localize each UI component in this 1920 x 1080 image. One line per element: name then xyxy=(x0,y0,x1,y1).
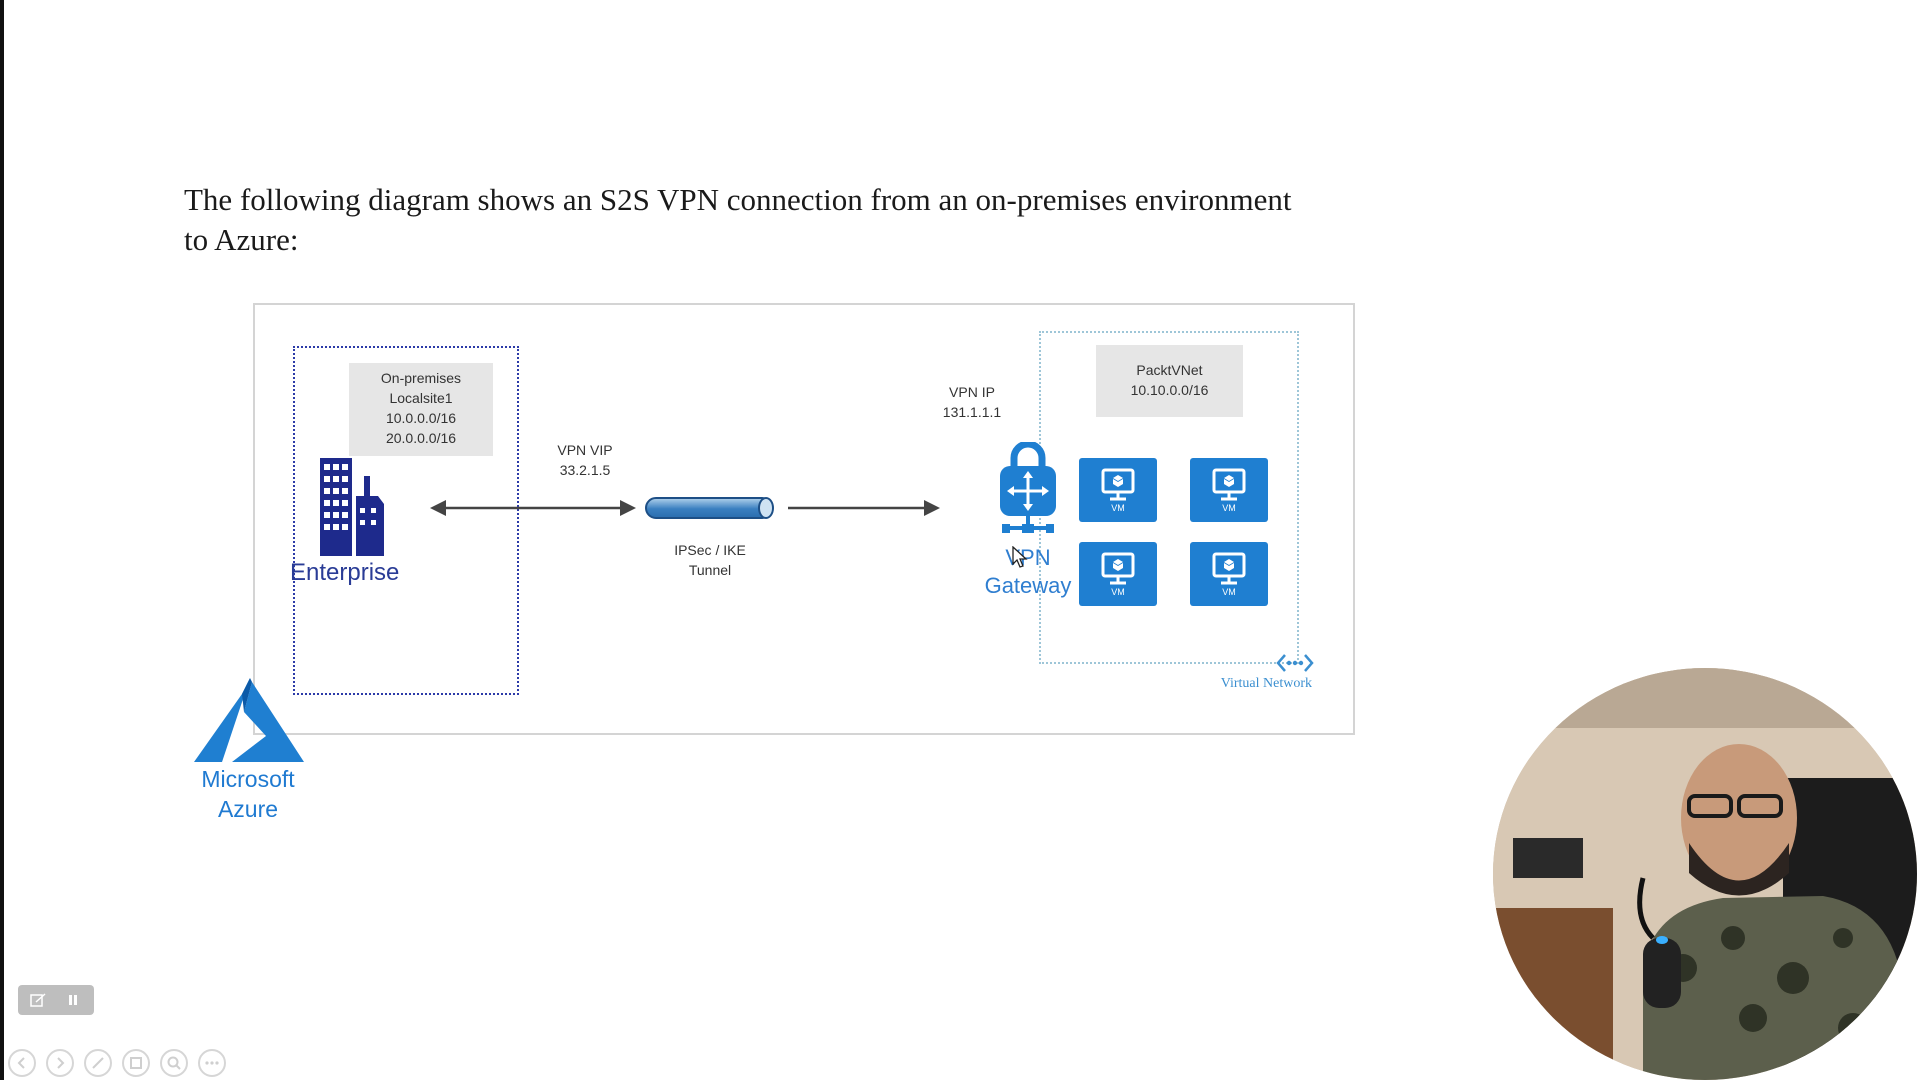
presenter-video-icon xyxy=(1493,668,1917,1080)
onprem-container xyxy=(293,346,519,695)
vnet-cidr: 10.10.0.0/16 xyxy=(1130,382,1209,398)
azure-label-line1: Microsoft xyxy=(201,766,295,792)
right-arrow-icon xyxy=(788,500,940,516)
onprem-title: On-premises xyxy=(380,370,462,386)
chevron-left-icon xyxy=(17,1057,25,1069)
ipsec-tunnel-pipe-end xyxy=(758,497,774,519)
tunnel-title: IPSec / IKE xyxy=(674,542,746,558)
vm-label: VM xyxy=(1222,503,1236,513)
pen-tool-icon xyxy=(92,1057,104,1069)
vnet-info-text: PacktVNet 10.10.0.0/16 xyxy=(1096,360,1243,400)
vpn-vip-address: 33.2.1.5 xyxy=(559,462,611,478)
zoom-button[interactable] xyxy=(160,1049,188,1077)
virtual-network-caption: Virtual Network xyxy=(1220,676,1312,691)
more-icon xyxy=(205,1061,219,1065)
onprem-cidr-1: 10.0.0.0/16 xyxy=(385,410,457,426)
all-slides-button[interactable] xyxy=(122,1049,150,1077)
vm-icon xyxy=(1212,552,1246,585)
azure-logo-icon xyxy=(194,678,304,762)
webcam-overlay xyxy=(1493,668,1917,1080)
vm-label: VM xyxy=(1222,587,1236,597)
onprem-cidr-2: 20.0.0.0/16 xyxy=(385,430,457,446)
mouse-cursor-icon xyxy=(1012,546,1028,568)
vm-icon xyxy=(1101,468,1135,501)
left-edge-bar xyxy=(0,0,4,1080)
pause-icon[interactable] xyxy=(66,993,80,1007)
slide-caption: The following diagram shows an S2S VPN c… xyxy=(184,180,1384,260)
vpn-gateway-label-line1: VPN xyxy=(1005,545,1051,570)
vm-tile: VM xyxy=(1079,542,1157,606)
vm-tile: VM xyxy=(1190,458,1268,522)
pen-icon[interactable] xyxy=(30,993,46,1007)
vpn-ip-label: VPN IP 131.1.1.1 xyxy=(932,382,1012,422)
vnet-name: PacktVNet xyxy=(1136,362,1203,378)
vm-tile: VM xyxy=(1190,542,1268,606)
vpn-gateway-label-line2: Gateway xyxy=(984,573,1072,598)
tunnel-subtitle: Tunnel xyxy=(688,562,732,578)
zoom-icon xyxy=(167,1056,181,1070)
onprem-site: Localsite1 xyxy=(389,390,453,406)
azure-label-line2: Azure xyxy=(217,796,279,822)
vm-icon xyxy=(1101,552,1135,585)
building-icon xyxy=(320,458,384,556)
bidirectional-arrow-icon xyxy=(430,500,636,516)
vpn-vip-title: VPN VIP xyxy=(557,442,613,458)
chevron-right-icon xyxy=(57,1057,65,1069)
vm-icon xyxy=(1212,468,1246,501)
presenter-toolbar xyxy=(18,985,94,1015)
vm-label: VM xyxy=(1111,587,1125,597)
next-slide-button[interactable] xyxy=(46,1049,74,1077)
vnet-info-box xyxy=(1096,345,1243,417)
vm-tile: VM xyxy=(1079,458,1157,522)
more-options-button[interactable] xyxy=(198,1049,226,1077)
caption-line-1: The following diagram shows an S2S VPN c… xyxy=(184,182,1292,217)
ipsec-tunnel-pipe xyxy=(645,497,773,519)
vpn-gateway-icon xyxy=(1000,442,1056,533)
vpn-ip-address: 131.1.1.1 xyxy=(942,404,1002,420)
prev-slide-button[interactable] xyxy=(8,1049,36,1077)
vpn-vip-label: VPN VIP 33.2.1.5 xyxy=(545,440,625,480)
vm-label: VM xyxy=(1111,503,1125,513)
virtual-network-icon xyxy=(1276,654,1314,672)
vpn-gateway-label: VPN Gateway xyxy=(974,544,1082,600)
onprem-info-box xyxy=(349,363,493,456)
onprem-info-text: On-premises Localsite1 10.0.0.0/16 20.0.… xyxy=(349,368,493,448)
azure-logo-label: Microsoft Azure xyxy=(180,764,316,824)
caption-line-2: to Azure: xyxy=(184,222,299,257)
grid-icon xyxy=(130,1057,142,1069)
tunnel-label: IPSec / IKE Tunnel xyxy=(660,540,760,580)
vpn-ip-title: VPN IP xyxy=(949,384,995,400)
pen-tool-button[interactable] xyxy=(84,1049,112,1077)
enterprise-label: Enterprise xyxy=(290,559,400,586)
